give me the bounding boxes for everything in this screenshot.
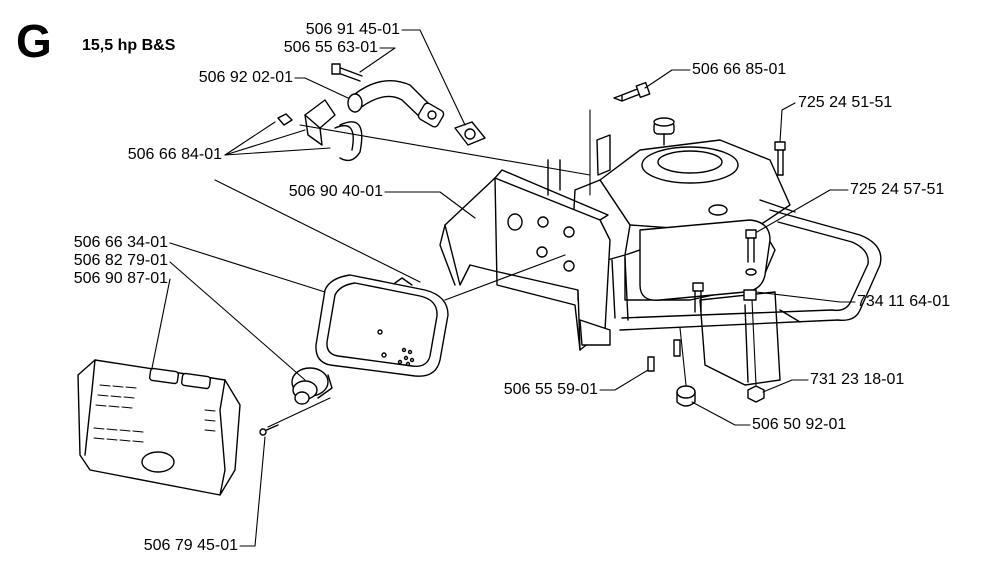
part-label-725-24-51-51[interactable]: 725 24 51-51 [798,94,893,111]
part-label-506-66-85-01[interactable]: 506 66 85-01 [692,61,787,78]
tubular-frame [619,209,882,331]
part-label-506-66-34-01[interactable]: 506 66 34-01 [73,234,168,251]
pin-506-55-59 [647,339,681,372]
screw-506-66-85 [613,81,651,102]
leader-lines [151,29,856,547]
part-label-731-23-18-01[interactable]: 731 23 18-01 [810,371,905,388]
nut-731-23-18 [747,385,765,403]
part-label-506-91-45-01[interactable]: 506 91 45-01 [305,21,400,38]
muffler-vent-holes [397,347,415,367]
part-label-506-55-63-01[interactable]: 506 55 63-01 [283,39,378,56]
part-label-506-55-59-01[interactable]: 506 55 59-01 [503,381,598,398]
cover-vent-slots [93,384,216,443]
section-title: 15,5 hp B&S [82,37,176,54]
part-label-506-66-84-01[interactable]: 506 66 84-01 [127,146,222,163]
part-label-725-24-57-51[interactable]: 725 24 57-51 [850,181,945,198]
clamp-and-u-bolt [277,99,363,162]
engine-block [547,117,796,386]
part-label-506-90-87-01[interactable]: 506 90 87-01 [73,270,168,287]
section-letter: G [16,15,52,67]
bolt-725-24-51 [774,141,786,176]
bolt-left-engine [692,282,704,313]
part-label-506-82-79-01[interactable]: 506 82 79-01 [73,252,168,269]
part-label-734-11-64-01[interactable]: 734 11 64-01 [857,293,951,310]
spark-arrester [291,367,333,405]
bolt-725-24-57 [743,229,757,301]
exhaust-pipe [331,63,486,146]
part-label-506-79-45-01[interactable]: 506 79 45-01 [143,537,238,554]
part-label-506-92-02-01[interactable]: 506 92 02-01 [198,69,293,86]
screw-506-79-45 [259,424,279,436]
muffler [315,274,449,377]
part-label-506-90-40-01[interactable]: 506 90 40-01 [288,183,383,200]
spacer-506-50-92 [676,385,696,407]
heat-shield-cover [77,359,241,496]
mounting-bracket [439,134,611,351]
part-label-506-50-92-01[interactable]: 506 50 92-01 [752,416,847,433]
